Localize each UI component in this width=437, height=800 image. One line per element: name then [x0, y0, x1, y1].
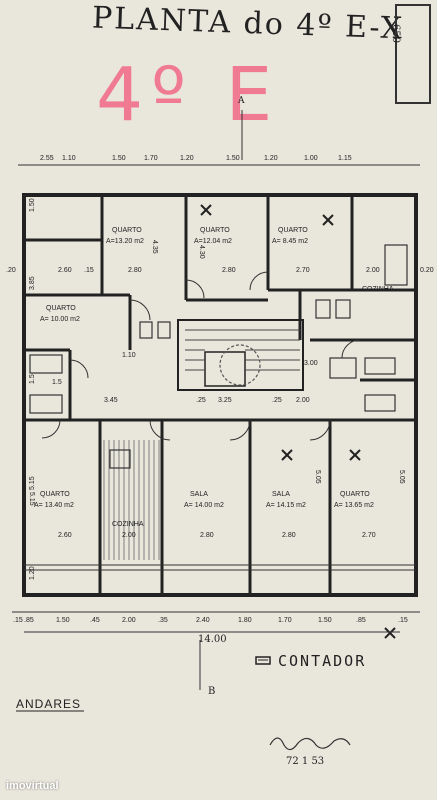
bottom-dim-label: .85	[356, 617, 366, 624]
top-dim-label: 1.20	[180, 155, 194, 162]
inner-dim-label: 3.25	[218, 397, 232, 404]
room-width: 2.00	[122, 532, 136, 539]
bottom-dim-label: 2.40	[196, 617, 210, 624]
top-dim-label: 1.50	[112, 155, 126, 162]
room-name: QUARTO	[278, 227, 308, 234]
inner-dim-label: 1.10	[122, 352, 136, 359]
inner-dim-label: 2.00	[296, 397, 310, 404]
inner-dim-label: .15	[84, 267, 94, 274]
signature-mark	[269, 737, 351, 751]
left-dim-label: 1.5	[29, 374, 36, 384]
room-height: 5.05	[398, 470, 405, 484]
side-dimension-labels: 1.50 3.85 1.5 5.15 1.20 0.20 .20	[6, 198, 434, 580]
top-dim-label: 2.55	[40, 155, 54, 162]
stairwell	[177, 319, 304, 391]
marker-b: B	[208, 686, 216, 697]
top-dim-label: 1.15	[338, 155, 352, 162]
inner-dim-label: 3.45	[104, 397, 118, 404]
top-dim-label: 1.20	[264, 155, 278, 162]
bottom-dim-label: 1.50	[56, 617, 70, 624]
room-area: A= 8.45 m2	[272, 238, 308, 245]
inner-dimension-labels: 3.45 3.25 2.00 3.00 1.5 1.10 .15 .25 .25	[52, 267, 318, 404]
room-name: QUARTO	[112, 227, 142, 234]
contador-swatch	[255, 656, 271, 665]
bottom-dim-label: .85	[24, 617, 34, 624]
bottom-dim-label: 1.50	[318, 617, 332, 624]
room-height: 4.35	[151, 240, 158, 254]
room-area: A= 14.00 m2	[184, 502, 224, 509]
top-dim-label: 1.50	[226, 155, 240, 162]
room-height: 5.15	[28, 492, 35, 506]
inner-dim-label: 1.5	[52, 379, 62, 386]
room-area: A= 13.65 m2	[334, 502, 374, 509]
watermark-logo: imovirtual	[6, 780, 59, 792]
room-height: 4.30	[198, 245, 205, 259]
top-dim-label: 1.70	[144, 155, 158, 162]
room-width: 2.60	[58, 267, 72, 274]
room-name: QUARTO	[200, 227, 230, 234]
right-dim-label: 0.20	[420, 267, 434, 274]
room-width: 2.70	[362, 532, 376, 539]
room-area: A= 14.15 m2	[266, 502, 306, 509]
top-dimension-labels: 2.55 1.10 1.50 1.70 1.20 1.50 1.20 1.00 1.15	[40, 155, 352, 162]
room-area: A=13.20 m2	[106, 238, 144, 245]
room-area: A= 13.40 m2	[34, 502, 74, 509]
room-name: SALA	[190, 491, 208, 498]
stamp-box: 650	[390, 4, 431, 104]
room-width: 2.80	[128, 267, 142, 274]
top-dim-label: 1.00	[304, 155, 318, 162]
room-name: COZINHA	[112, 521, 144, 528]
bottom-dim-label: 1.80	[238, 617, 252, 624]
room-width: 2.80	[222, 267, 236, 274]
bottom-dim-label: .15	[398, 617, 408, 624]
inner-dim-label: .25	[196, 397, 206, 404]
room-area: A=12.04 m2	[194, 238, 232, 245]
room-name: QUARTO	[46, 305, 76, 312]
room-name: SALA	[272, 491, 290, 498]
room-width: 2.80	[282, 532, 296, 539]
bottom-dim-label: 1.70	[278, 617, 292, 624]
room-name: COZINHA	[362, 286, 394, 293]
room-area: A= 10.00 m2	[40, 316, 80, 323]
legend-contador: CONTADOR	[278, 652, 367, 670]
left-edge-dim-label: .20	[6, 267, 16, 274]
footer-andares: ANDARES	[16, 697, 82, 711]
bottom-dim-label: .45	[90, 617, 100, 624]
left-dim-label: 1.20	[29, 566, 36, 580]
outer-wall	[22, 193, 418, 597]
room-width: 2.00	[366, 267, 380, 274]
bottom-dim-label: 2.00	[122, 617, 136, 624]
room-width: 2.60	[58, 532, 72, 539]
left-dim-label: 3.85	[29, 276, 36, 290]
marker-a: A	[238, 96, 245, 106]
bottom-dim-label: .35	[158, 617, 168, 624]
left-dim-label: 5.15	[29, 476, 36, 490]
room-height: 5.05	[314, 470, 321, 484]
bottom-dim-label: .15	[13, 617, 23, 624]
inner-dim-label: .25	[272, 397, 282, 404]
total-width: 14.00	[198, 634, 227, 645]
room-width: 2.70	[296, 267, 310, 274]
room-name: QUARTO	[40, 491, 70, 498]
left-dim-label: 1.50	[29, 198, 36, 212]
top-dim-label: 1.10	[62, 155, 76, 162]
inner-dim-label: 3.00	[304, 360, 318, 367]
signature-date: 72 1 53	[286, 756, 325, 767]
floor-big-label: 4º E	[96, 52, 281, 138]
room-name: QUARTO	[340, 491, 370, 498]
room-width: 2.80	[200, 532, 214, 539]
